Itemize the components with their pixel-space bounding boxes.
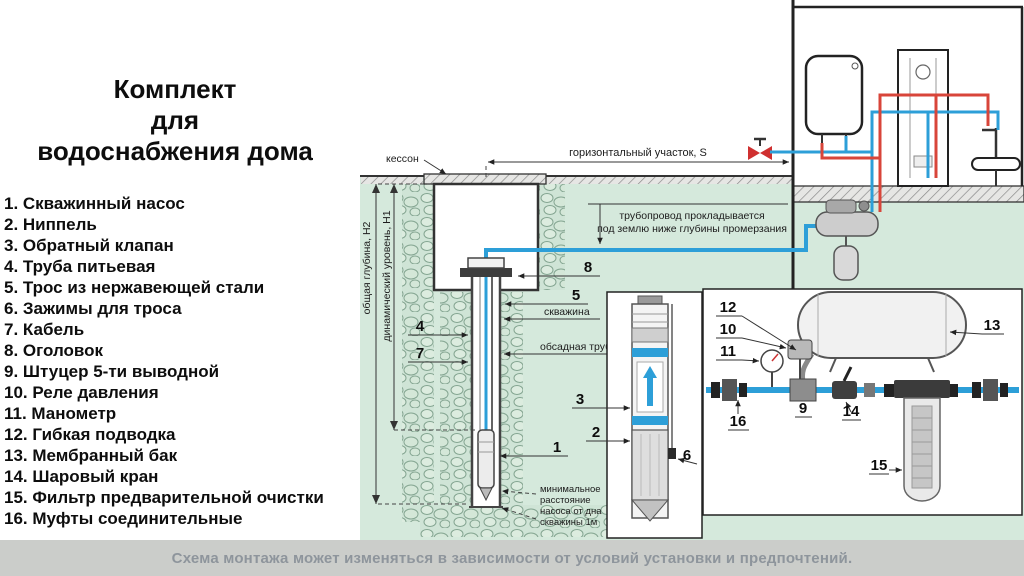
- membrane-tank: [797, 291, 967, 373]
- in-well: [477, 277, 495, 502]
- cable-clamp: [668, 448, 676, 459]
- title-line-2: для: [150, 105, 200, 135]
- label-pipeline-note-1: трубопровод прокладывается: [619, 210, 764, 222]
- callout-11: 11: [720, 343, 736, 360]
- union-fitting: [864, 383, 875, 397]
- stones-band-left: [402, 184, 434, 522]
- label-min-distance-3: насоса от дна: [540, 506, 602, 517]
- prefilter: [884, 380, 958, 502]
- parts-list-item-9: 9. Штуцер 5-ти выводной: [4, 362, 220, 381]
- callout-6: 6: [683, 447, 691, 464]
- parts-list-item-3: 3. Обратный клапан: [4, 236, 174, 255]
- callouts: 8 5 4 7 1 3 2 6 12 10 11: [408, 259, 1004, 475]
- cold-pipe-underground: [484, 224, 818, 262]
- coupling-left: [711, 379, 747, 401]
- wellhead: [460, 257, 512, 277]
- label-pipeline-note-2: под землю ниже глубины промерзания: [597, 223, 787, 235]
- parts-list-item-10: 10. Реле давления: [4, 383, 159, 402]
- dim-horizontal-section: горизонтальный участок, S: [485, 147, 789, 178]
- parts-list-item-15: 15. Фильтр предварительной очистки: [4, 488, 324, 507]
- caisson-lid: [423, 173, 547, 185]
- title-line-1: Комплект: [113, 74, 237, 104]
- expansion-vessel: [833, 236, 859, 281]
- callout-5: 5: [572, 287, 580, 304]
- label-min-distance-2: расстояние: [540, 495, 591, 506]
- flow-arrow: [643, 366, 657, 378]
- label-dynamic-level: динамический уровень, Н1: [381, 210, 393, 341]
- label-casing-pipe: обсадная труба: [540, 341, 617, 353]
- label-borehole: скважина: [544, 306, 590, 318]
- parts-list-item-7: 7. Кабель: [4, 320, 85, 339]
- parts-list-item-14: 14. Шаровый кран: [4, 467, 159, 486]
- parts-list-item-6: 6. Зажимы для троса: [4, 299, 182, 318]
- callout-14: 14: [843, 403, 860, 420]
- floor-slab: [792, 185, 1024, 203]
- parts-list-item-4: 4. Труба питьевая: [4, 257, 156, 276]
- parts-list-item-16: 16. Муфты соединительные: [4, 509, 243, 528]
- pipeline-note: трубопровод прокладывается под землю ниж…: [588, 203, 788, 244]
- borehole-pump: [477, 429, 495, 502]
- label-min-distance-4: скважины 1м: [540, 517, 597, 528]
- pressure-gauge: [760, 349, 784, 388]
- callout-10: 10: [720, 321, 737, 338]
- stones-well-left: [440, 292, 471, 516]
- parts-list-item-2: 2. Ниппель: [4, 215, 97, 234]
- page-title: Комплект для водоснабжения дома: [0, 74, 350, 167]
- pump-station: [815, 199, 879, 237]
- caisson-label: кессон: [386, 153, 447, 175]
- outdoor-faucet: [748, 137, 772, 160]
- water-heater: [804, 54, 864, 143]
- callout-12: 12: [720, 299, 737, 316]
- parts-list-item-5: 5. Трос из нержавеющей стали: [4, 278, 265, 297]
- casing-pipe-label: обсадная труба: [504, 341, 622, 357]
- coupling-right: [972, 379, 1008, 401]
- callout-7: 7: [416, 345, 424, 362]
- callout-2: 2: [592, 424, 600, 441]
- five-way-fitting: [789, 378, 817, 402]
- footer-note: Схема монтажа может изменяться в зависим…: [0, 540, 1024, 576]
- check-valve: [631, 327, 669, 343]
- callout-15: 15: [871, 457, 888, 474]
- boiler-column: [897, 49, 949, 187]
- dim-dynamic-level: динамический уровень, Н1: [381, 184, 478, 431]
- dim-total-depth: общая глубина, Н2: [361, 183, 468, 505]
- label-horizontal-section: горизонтальный участок, S: [569, 147, 707, 159]
- callout-13: 13: [984, 317, 1001, 334]
- parts-list-item-8: 8. Оголовок: [4, 341, 104, 360]
- callout-4: 4: [416, 318, 425, 335]
- equipment-detail: [702, 288, 1023, 516]
- parts-list: 1. Скважинный насос 2. Ниппель 3. Обратн…: [4, 193, 324, 529]
- stones-band-right: [538, 184, 565, 290]
- parts-list-item-13: 13. Мембранный бак: [4, 446, 178, 465]
- callout-16: 16: [730, 413, 747, 430]
- label-min-distance-1: минимальное: [540, 484, 601, 495]
- parts-list-item-1: 1. Скважинный насос: [4, 194, 185, 213]
- parts-list-item-11: 11. Манометр: [4, 404, 117, 423]
- stones-bottom: [420, 505, 608, 537]
- sink: [971, 128, 1021, 186]
- callout-8: 8: [584, 259, 592, 276]
- callout-3: 3: [576, 391, 584, 408]
- label-caisson: кессон: [386, 153, 419, 165]
- parts-list-item-12: 12. Гибкая подводка: [4, 425, 176, 444]
- callout-1: 1: [553, 439, 561, 456]
- stones-well-right: [501, 292, 523, 505]
- ball-valve: [832, 366, 857, 399]
- pump-detail: [606, 291, 703, 539]
- borehole-label: скважина: [504, 306, 600, 322]
- title-line-3: водоснабжения дома: [37, 136, 313, 166]
- label-total-depth: общая глубина, Н2: [361, 221, 373, 314]
- callout-9: 9: [799, 400, 807, 417]
- hot-pipes: [820, 93, 990, 212]
- min-distance-note: минимальное расстояние насоса от дна скв…: [501, 484, 602, 528]
